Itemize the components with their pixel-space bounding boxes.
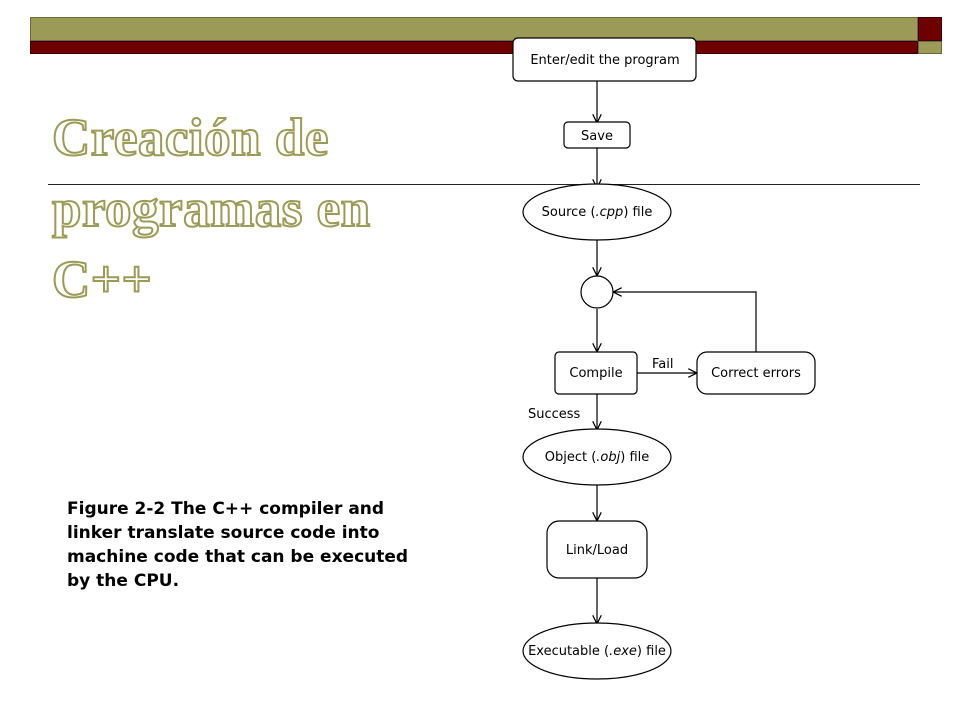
title-divider — [48, 184, 920, 185]
node-compile — [554, 351, 638, 395]
node-link-load — [546, 520, 648, 579]
header-band-olive — [30, 17, 918, 41]
node-correct-errors-label: Correct errors — [711, 366, 801, 381]
node-save — [563, 121, 631, 149]
edge-label-success: Success — [528, 407, 581, 422]
edge-correct-to-junction — [614, 292, 757, 353]
node-link-load-label: Link/Load — [566, 543, 628, 558]
node-source-file — [522, 183, 672, 241]
caption-line-4: by the CPU. — [67, 571, 180, 591]
node-save-label: Save — [581, 129, 613, 144]
title-line-3: C++ — [51, 250, 153, 310]
node-executable-file-label: Executable (.exe) file — [528, 644, 666, 659]
edge-label-fail: Fail — [652, 357, 673, 372]
node-executable-file — [522, 622, 672, 680]
figure-caption: Figure 2-2 The C++ compiler and linker t… — [67, 497, 487, 593]
node-source-file-label: Source (.cpp) file — [542, 205, 653, 220]
node-correct-errors — [696, 351, 816, 395]
node-compile-label: Compile — [569, 366, 622, 381]
node-enter-edit-label: Enter/edit the program — [530, 53, 679, 68]
slide-title: Creación de programas en C++ — [51, 103, 371, 316]
caption-line-3: machine code that can be executed — [67, 547, 409, 567]
node-object-file-label: Object (.obj) file — [545, 450, 650, 465]
caption-line-2: linker translate source code into — [67, 523, 380, 543]
node-junction — [580, 275, 614, 309]
header-corner-maroon — [918, 17, 942, 41]
title-line-1: Creación de — [51, 108, 329, 168]
node-object-file — [522, 428, 672, 486]
node-enter-edit — [512, 37, 697, 82]
title-line-2: programas en — [51, 179, 371, 239]
header-corner-olive — [918, 41, 942, 54]
caption-line-1: Figure 2-2 The C++ compiler and — [67, 499, 385, 519]
